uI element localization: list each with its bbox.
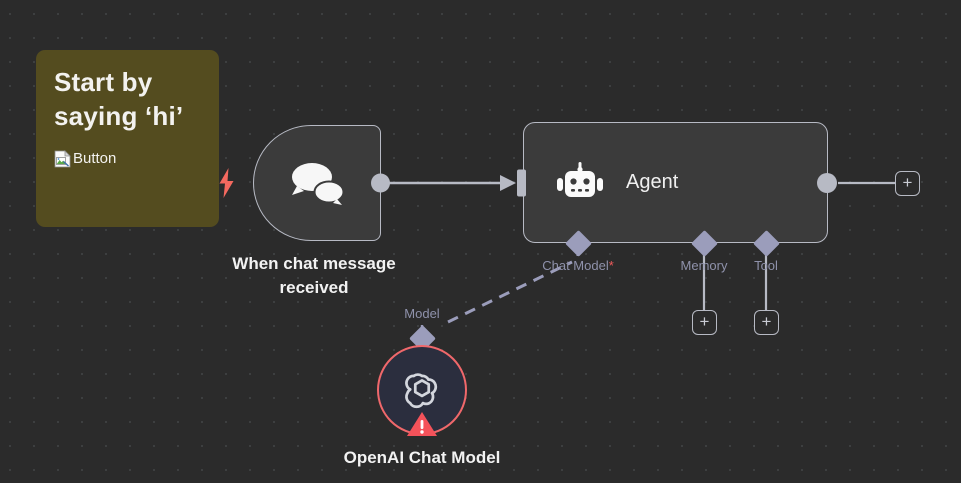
edge-arrowhead: [500, 175, 516, 191]
warning-triangle-icon[interactable]: [406, 410, 438, 438]
robot-icon: [557, 161, 603, 197]
node-caption-openai: OpenAI Chat Model: [343, 448, 501, 467]
add-node-button-tool[interactable]: +: [754, 310, 779, 335]
sticky-note-title: Start by saying ‘hi’: [54, 67, 184, 131]
node-agent[interactable]: Agent: [517, 122, 837, 243]
agent-port-memory-label: Memory: [680, 258, 728, 273]
openai-logo-icon: [405, 373, 438, 409]
agent-port-chat-model-label: Chat Model*: [542, 258, 614, 273]
add-node-button-memory[interactable]: +: [692, 310, 717, 335]
agent-node-label: Agent: [626, 171, 679, 193]
sticky-note-image-alt: Button: [73, 150, 117, 168]
sticky-note[interactable]: Start by saying ‘hi’ Button: [36, 50, 219, 227]
trigger-output-connector[interactable]: [371, 173, 390, 193]
chat-model-label-text: Chat Model: [542, 258, 609, 273]
agent-port-tool-label: Tool: [754, 258, 778, 273]
agent-input-connector[interactable]: [517, 169, 526, 196]
lightning-bolt-icon: [219, 168, 234, 198]
openai-port-model-label: Model: [404, 306, 440, 321]
node-caption-trigger: When chat message received: [232, 254, 396, 297]
node-openai-chat-model[interactable]: [377, 345, 467, 438]
sticky-note-body: Button: [54, 149, 201, 168]
add-node-button-output[interactable]: +: [895, 171, 920, 196]
node-when-chat-message-received[interactable]: [253, 125, 390, 241]
chat-bubbles-icon: [292, 163, 345, 205]
broken-image-icon: [54, 149, 71, 167]
required-asterisk: *: [608, 258, 614, 273]
agent-output-connector[interactable]: [817, 172, 837, 193]
